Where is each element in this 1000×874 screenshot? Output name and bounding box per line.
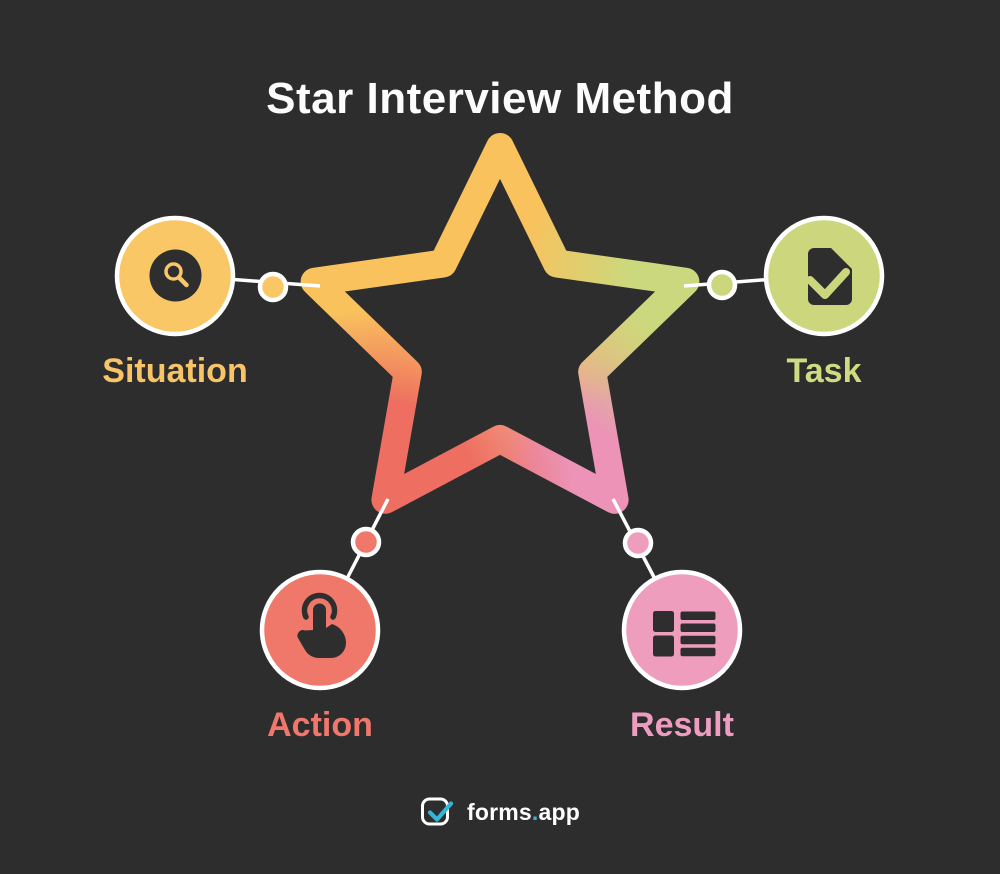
brand-name: forms.app xyxy=(467,799,580,826)
star-outline xyxy=(280,110,720,550)
list-icon xyxy=(653,611,716,657)
connector-dot-action xyxy=(350,526,382,558)
connector-dot-result xyxy=(622,527,654,559)
connector-dot-task xyxy=(706,269,738,301)
logo-check-icon xyxy=(421,797,454,826)
node-label-situation: Situation xyxy=(102,352,248,390)
document-check-icon xyxy=(806,248,852,305)
brand-name-dot: . xyxy=(531,798,539,825)
tap-hand-icon xyxy=(297,592,346,659)
brand-name-suffix: app xyxy=(538,798,580,825)
brand-logo: forms.app xyxy=(420,795,580,829)
connector-dot-situation xyxy=(257,271,289,303)
node-label-task: Task xyxy=(786,352,862,390)
magnifier-icon xyxy=(149,249,202,302)
node-label-action: Action xyxy=(267,706,373,744)
brand-name-main: forms xyxy=(467,798,532,825)
node-label-result: Result xyxy=(630,706,734,744)
